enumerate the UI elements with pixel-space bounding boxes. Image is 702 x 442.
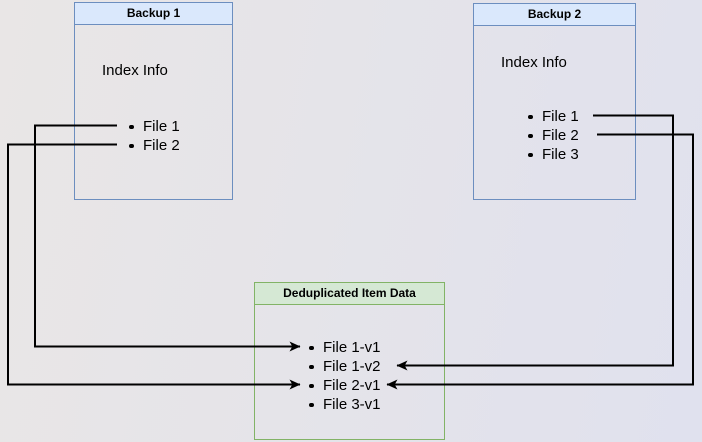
list-item: File 2 (528, 126, 579, 145)
backup2-index-info-label: Index Info (501, 54, 567, 71)
list-item: File 1 (528, 107, 579, 126)
dedup-header: Deduplicated Item Data (255, 283, 444, 305)
backup1-header: Backup 1 (75, 3, 232, 25)
backup1-file-list: File 1 File 2 (129, 117, 180, 155)
backup1-box: Backup 1 Index Info File 1 File 2 (74, 2, 233, 200)
backup2-header: Backup 2 (474, 4, 635, 26)
backup1-title: Backup 1 (126, 6, 181, 20)
list-item: File 3 (528, 145, 579, 164)
dedup-item-list: File 1-v1 File 1-v2 File 2-v1 File 3-v1 (309, 338, 381, 414)
dedup-title: Deduplicated Item Data (283, 286, 416, 300)
backup2-title: Backup 2 (527, 7, 582, 21)
list-item: File 1-v2 (309, 357, 381, 376)
backup2-file-list: File 1 File 2 File 3 (528, 107, 579, 164)
dedup-box: Deduplicated Item Data File 1-v1 File 1-… (254, 282, 445, 440)
backup1-index-info-label: Index Info (102, 62, 168, 79)
list-item: File 1 (129, 117, 180, 136)
list-item: File 2 (129, 136, 180, 155)
list-item: File 3-v1 (309, 395, 381, 414)
list-item: File 2-v1 (309, 376, 381, 395)
list-item: File 1-v1 (309, 338, 381, 357)
backup2-box: Backup 2 Index Info File 1 File 2 File 3 (473, 3, 636, 200)
